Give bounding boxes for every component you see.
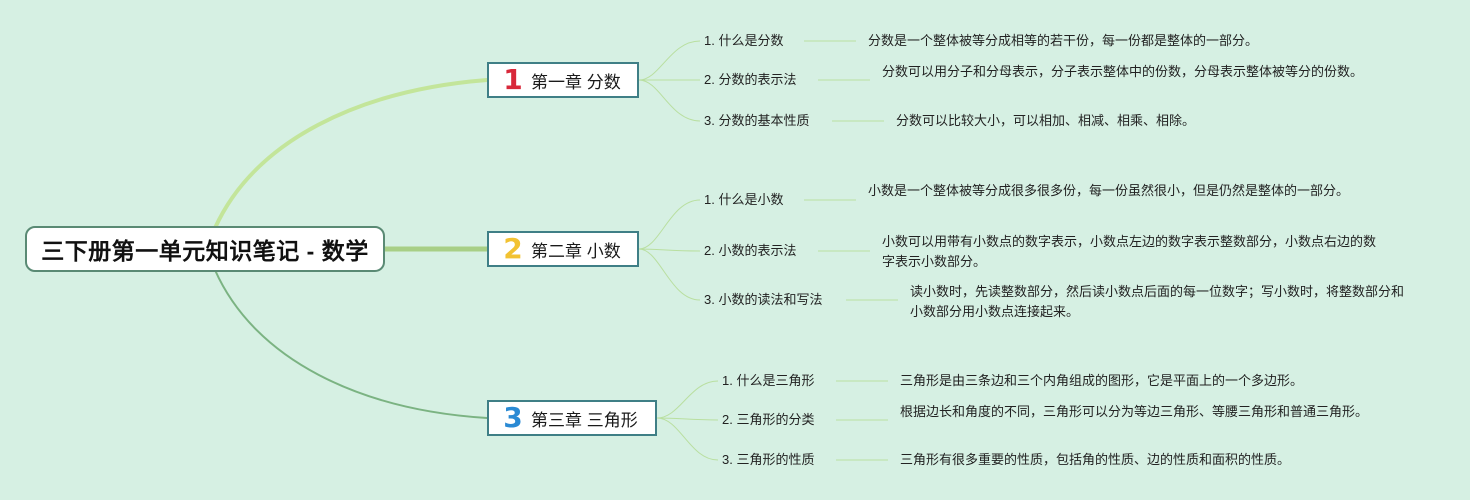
- chapter-title-3: 第三章 三角形: [531, 410, 638, 430]
- topic-1-3[interactable]: 3. 分数的基本性质: [704, 113, 810, 128]
- chapter-title-1: 第一章 分数: [531, 72, 621, 92]
- chapter-title-2: 第二章 小数: [531, 241, 621, 261]
- topic-line-3-1: [656, 380, 719, 419]
- root-node[interactable]: 三下册第一单元知识笔记 - 数学: [25, 226, 385, 272]
- chapter-number-2: 2: [503, 232, 523, 265]
- desc-2-1: 小数是一个整体被等分成很多很多份，每一份虽然很小，但是仍然是整体的一部分。: [868, 183, 1350, 198]
- chapter-node-3[interactable]: 3 第三章 三角形: [487, 400, 657, 436]
- desc-2-3: 读小数时，先读整数部分，然后读小数点后面的每一位数字；写小数时，将整数部分和小数…: [910, 284, 1405, 319]
- topic-3-3[interactable]: 3. 三角形的性质: [722, 452, 815, 467]
- topic-3-1[interactable]: 1. 什么是三角形: [722, 373, 815, 388]
- topic-line-3-2: [656, 417, 719, 421]
- topic-1-2[interactable]: 2. 分数的表示法: [704, 72, 797, 87]
- topic-1-1[interactable]: 1. 什么是分数: [704, 33, 784, 48]
- topic-line-3-3: [656, 417, 719, 461]
- desc-1-1: 分数是一个整体被等分成相等的若干份，每一份都是整体的一部分。: [868, 33, 1259, 48]
- desc-1-3: 分数可以比较大小，可以相加、相减、相乘、相除。: [896, 113, 1196, 128]
- chapter-number-1: 1: [503, 63, 523, 96]
- topic-line-2-3: [638, 248, 701, 301]
- branch-line-chapter-3: [214, 269, 488, 419]
- topic-3-2[interactable]: 2. 三角形的分类: [722, 412, 815, 427]
- topic-2-1[interactable]: 1. 什么是小数: [704, 192, 784, 207]
- chapter-number-3: 3: [503, 401, 523, 434]
- desc-3-1: 三角形是由三条边和三个内角组成的图形，它是平面上的一个多边形。: [900, 373, 1304, 388]
- topic-line-2-1: [638, 199, 701, 250]
- desc-1-2: 分数可以用分子和分母表示，分子表示整体中的份数，分母表示整体被等分的份数。: [882, 64, 1364, 79]
- topic-2-2[interactable]: 2. 小数的表示法: [704, 243, 797, 258]
- topic-2-3[interactable]: 3. 小数的读法和写法: [704, 292, 823, 307]
- desc-2-2: 小数可以用带有小数点的数字表示，小数点左边的数字表示整数部分，小数点右边的数字表…: [882, 234, 1377, 269]
- chapter-node-1[interactable]: 1 第一章 分数: [487, 62, 639, 98]
- root-title: 三下册第一单元知识笔记 - 数学: [41, 238, 369, 264]
- desc-3-3: 三角形有很多重要的性质，包括角的性质、边的性质和面积的性质。: [900, 452, 1291, 467]
- branch-line-chapter-1: [213, 78, 489, 230]
- topic-line-2-2: [638, 248, 701, 252]
- topic-line-1-1: [638, 40, 701, 81]
- topic-line-1-3: [638, 79, 701, 122]
- chapter-node-2[interactable]: 2 第二章 小数: [487, 231, 639, 267]
- desc-3-2: 根据边长和角度的不同，三角形可以分为等边三角形、等腰三角形和普通三角形。: [900, 404, 1369, 419]
